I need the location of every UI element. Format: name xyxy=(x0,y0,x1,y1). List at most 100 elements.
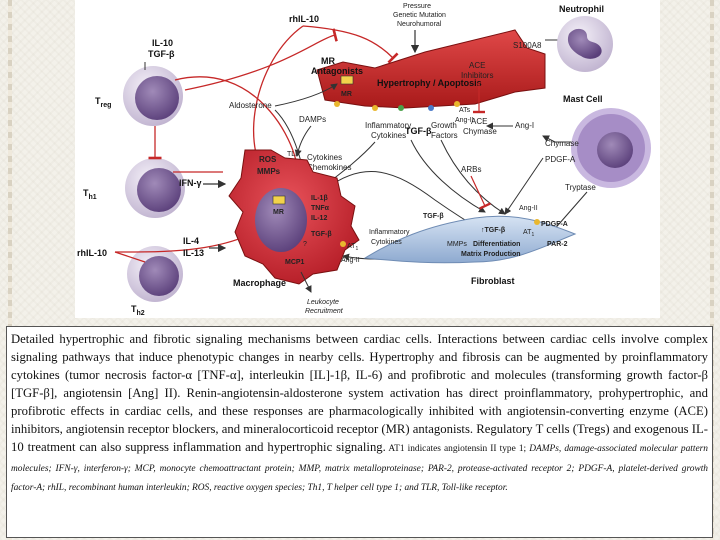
rhil10-left-label: rhIL-10 xyxy=(77,248,107,258)
mast-cell-nucleus xyxy=(597,132,633,168)
treg-inhibits-macrophage xyxy=(174,76,304,170)
macrophage-cell: MR ROS MMPs IL-1β TNFα IL-12 TGF-β ? AT1… xyxy=(228,149,360,288)
tlr-label: TLR xyxy=(287,151,300,158)
fibroblast-cell: TGF-β ↑TGF-β MMPs Differentiation Matrix… xyxy=(363,205,577,286)
mast-cell: Mast Cell xyxy=(563,94,651,188)
damps-label: DAMPs xyxy=(299,115,326,124)
neurohumoral-label: Neurohumoral xyxy=(397,21,442,28)
th2-cell: Th2 xyxy=(127,246,183,317)
left-frame-strip xyxy=(8,0,12,540)
caption-abbreviations-list: DAMPs, damage-associated molecular patte… xyxy=(11,444,708,493)
signaling-diagram: Pressure Genetic Mutation Neurohumoral r… xyxy=(77,3,651,317)
ang1-label: Ang-I xyxy=(515,121,534,130)
growth-receptor-dot xyxy=(428,105,434,111)
macrophage-ros-label: ROS xyxy=(259,155,277,164)
th1-cell: Th1 xyxy=(83,158,185,218)
tryptase-label: Tryptase xyxy=(565,183,596,192)
fibroblast-at1-dot xyxy=(534,219,540,225)
neutrophil-nucleus xyxy=(567,28,602,59)
tgfb-to-fibroblast-arrow xyxy=(410,139,486,213)
pdgfa-arrow xyxy=(504,157,544,215)
treg-nucleus xyxy=(135,76,179,120)
cytokines-chemokines-1: Cytokines xyxy=(307,153,342,162)
il4-label: IL-4 xyxy=(183,236,199,246)
macrophage-mcp1-label: MCP1 xyxy=(285,259,305,266)
cytokines-chemokines-2: Chemokines xyxy=(307,163,351,172)
fibroblast-tgfb-up-label: ↑TGF-β xyxy=(481,227,506,234)
fibroblast-differentiation: Differentiation xyxy=(473,241,520,248)
rhil10-top-label: rhIL-10 xyxy=(289,14,319,24)
cardiomyocyte-mr-label: MR xyxy=(341,91,352,98)
chymase-label: Chymase xyxy=(545,139,579,148)
arbs-inhibit-line xyxy=(470,175,491,210)
macrophage-at1-dot xyxy=(340,241,346,247)
macrophage-ang2-label: Ang-II xyxy=(341,257,360,264)
fibroblast-label: Fibroblast xyxy=(471,276,515,286)
fibroblast-mmps-label: MMPs xyxy=(447,241,467,248)
tgfb-receptor-dot xyxy=(398,105,404,111)
th1-nucleus xyxy=(137,168,181,212)
growth-factors-1: Growth xyxy=(431,121,457,130)
inflammatory-cytokines-mid-1: Inflammatory xyxy=(369,229,410,236)
cardiomyocyte-title: Hypertrophy / Apoptosis xyxy=(377,78,482,88)
mr-antagonists-line1: MR xyxy=(321,56,335,66)
fibroblast-matrix-production: Matrix Production xyxy=(461,251,521,258)
growth-to-fibroblast-arrow xyxy=(440,139,506,215)
neutrophil-label: Neutrophil xyxy=(559,4,604,14)
macrophage-tgfb-label: TGF-β xyxy=(311,231,332,238)
ace-label: ACE xyxy=(471,117,487,126)
fibroblast-tgfb-label: TGF-β xyxy=(423,213,444,220)
th2-label: Th2 xyxy=(131,304,145,317)
cardiomyocyte-ang2-label: Ang-II xyxy=(455,117,474,124)
stimuli-labels: Pressure Genetic Mutation Neurohumoral xyxy=(393,3,446,28)
cardiomyocyte-mr-receptor xyxy=(340,75,354,85)
treg-il10-label: IL-10 xyxy=(152,38,173,48)
treg-label: Treg xyxy=(95,96,111,109)
ace-inhibitors-2: Inhibitors xyxy=(461,71,493,80)
leukocyte-label-1: Leukocyte xyxy=(307,299,339,306)
pressure-label: Pressure xyxy=(403,3,431,10)
genetic-mutation-label: Genetic Mutation xyxy=(393,12,446,19)
aldosterone-to-mr-arrow xyxy=(274,83,338,107)
inflammatory-cytokines-mid-2: Cytokines xyxy=(371,239,402,246)
fibroblast-at1-label: AT1 xyxy=(523,229,534,238)
il13-label: IL-13 xyxy=(183,248,204,258)
tgfb-top-label: TGF-β xyxy=(405,126,432,136)
pdgfa-mast-label: PDGF-A xyxy=(545,155,576,164)
cardiomyocyte: Hypertrophy / Apoptosis MR ATs Ang-II xyxy=(316,29,546,124)
inhibition-lines xyxy=(114,25,399,263)
figure-caption: Detailed hypertrophic and fibrotic signa… xyxy=(6,326,713,538)
macrophage-tnfa-label: TNFα xyxy=(311,205,330,212)
ace-inhibitors-1: ACE xyxy=(469,61,485,70)
arbs-label: ARBs xyxy=(461,165,481,174)
chymase-arrow xyxy=(542,135,571,143)
chymase-mid-label: Chymase xyxy=(463,127,497,136)
s100a8-label: S100A8 xyxy=(513,41,542,50)
treg-cell: IL-10 TGF-β Treg xyxy=(95,38,183,126)
treg-tgfb-label: TGF-β xyxy=(148,49,175,59)
neutrophil-cell: Neutrophil xyxy=(557,4,613,72)
cardiomyocyte-body xyxy=(316,29,546,109)
macrophage-at1-label: AT1 xyxy=(347,243,358,252)
inflammatory-cytokines-top-1: Inflammatory xyxy=(365,121,411,130)
macrophage-label: Macrophage xyxy=(233,278,286,288)
macrophage-question-label: ? xyxy=(303,241,307,248)
signaling-figure: Pressure Genetic Mutation Neurohumoral r… xyxy=(75,0,660,318)
macrophage-il1b-label: IL-1β xyxy=(311,195,328,202)
caption-main-text: Detailed hypertrophic and fibrotic signa… xyxy=(11,332,708,454)
macrophage-il12-label: IL-12 xyxy=(311,215,327,222)
ats-receptor-dot xyxy=(454,101,460,107)
caption-abbreviations-lead: AT1 indicates angiotensin II type 1; xyxy=(385,444,530,454)
th2-nucleus xyxy=(139,256,179,296)
cardiomyocyte-ats-label: ATs xyxy=(459,107,471,114)
cytokine-receptor-dot xyxy=(372,105,378,111)
rhil10-inhibits-hypertrophy xyxy=(302,25,399,64)
damp-receptor-dot xyxy=(334,101,340,107)
growth-factors-2: Factors xyxy=(431,131,458,140)
macrophage-nucleus xyxy=(255,188,307,252)
fibroblast-body xyxy=(363,215,577,264)
mast-cell-label: Mast Cell xyxy=(563,94,603,104)
leukocyte-label-2: Recruitment xyxy=(305,308,344,315)
fibroblast-pdgfa-label: PDGF-A xyxy=(541,221,568,228)
th1-label: Th1 xyxy=(83,188,97,201)
